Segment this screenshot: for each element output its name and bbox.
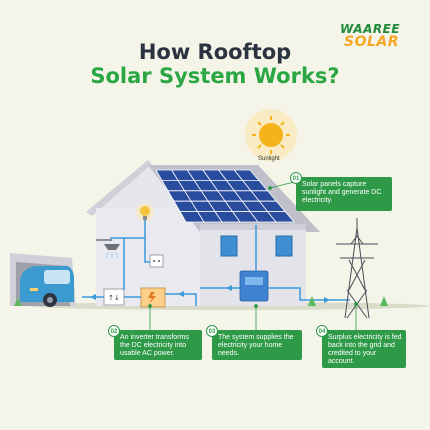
svg-text:↑↓: ↑↓ (108, 294, 120, 302)
inverter-box (140, 287, 166, 308)
flow-arrows (90, 285, 330, 303)
callout-leaders (148, 181, 358, 330)
solar-panel-cell (266, 211, 295, 223)
step-4-text: Surplus electricity is fed back into the… (328, 334, 402, 365)
sun-icon (245, 109, 297, 161)
logo-product-text: SOLAR (344, 34, 400, 50)
step-4-callout: Surplus electricity is fed back into the… (322, 330, 406, 368)
step-4-number: 04 (316, 325, 328, 337)
power-socket-icon (149, 254, 164, 268)
step-3-text: The system supplies the electricity your… (218, 334, 294, 357)
grass (14, 296, 388, 306)
solar-panel-array (155, 169, 295, 223)
step-1-text: Solar panels capture sunlight and genera… (302, 181, 382, 204)
meter-box: ↑↓ (103, 288, 125, 306)
step-3-number: 03 (206, 325, 218, 337)
step-1-callout: Solar panels capture sunlight and genera… (296, 177, 392, 211)
car (20, 266, 74, 307)
step-1-number: 01 (290, 172, 302, 184)
logo-brand-text: WAAREE (340, 22, 401, 36)
step-3-callout: The system supplies the electricity your… (212, 330, 302, 360)
step-2-callout: An inverter transforms the DC electricit… (114, 330, 202, 360)
waaree-solar-logo: WAAREE SOLAR (340, 22, 412, 50)
step-2-text: An inverter transforms the DC electricit… (120, 334, 189, 357)
light-bulb-icon (136, 203, 154, 221)
charge-controller-box (239, 270, 269, 302)
page-title-line1: How Rooftop (138, 40, 292, 64)
shower-icon (96, 239, 120, 259)
wiring (82, 220, 350, 306)
page-title-line2: Solar System Works? (90, 64, 340, 88)
sunlight-label: Sunlight (258, 156, 280, 162)
step-2-number: 02 (108, 325, 120, 337)
